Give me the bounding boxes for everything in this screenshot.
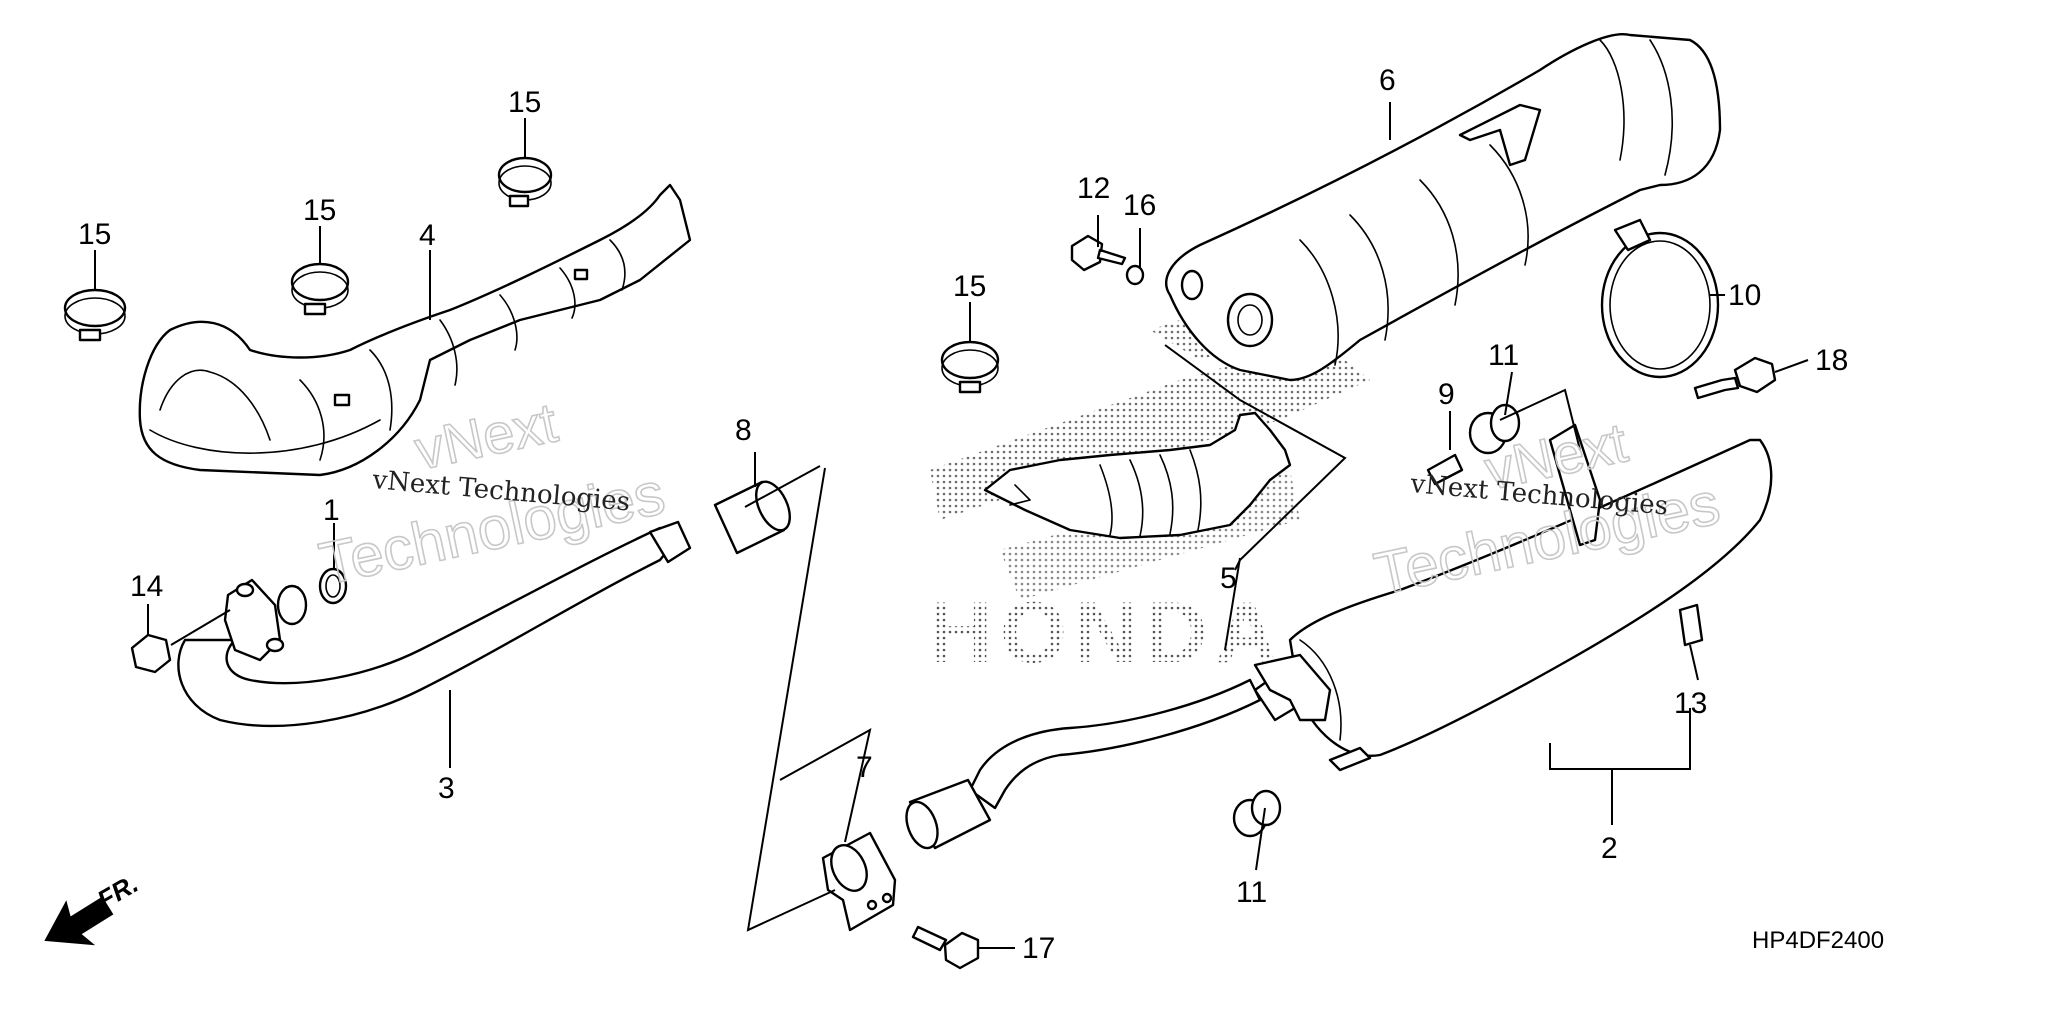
callout-7: 7 [856,751,873,784]
callouts: 1 2 3 4 5 6 7 8 9 10 11 11 12 13 14 15 1… [78,64,1848,965]
part-9-collar[interactable] [1426,453,1464,486]
callout-15-d: 15 [953,270,986,303]
callout-16: 16 [1123,189,1156,222]
diagram-code: HP4DF2400 [1752,927,1884,954]
part-3-exhaust-pipe[interactable] [177,520,692,728]
callout-6: 6 [1379,64,1396,97]
front-arrow-icon [44,896,114,946]
callout-4: 4 [419,219,436,252]
part-17-bolt[interactable] [911,925,980,970]
callout-8: 8 [735,414,752,447]
part-16-washer[interactable] [1125,264,1145,286]
muffler-inlet-collar [905,778,992,850]
part-15-clamp-d[interactable] [940,340,1000,394]
callout-1: 1 [323,494,340,527]
part-15-clamp-a[interactable] [63,288,127,342]
leader-lines [94,102,1809,949]
brand-mark: HONDA [930,585,1285,681]
callout-2: 2 [1601,832,1618,865]
part-18-bolt[interactable] [1693,356,1777,400]
part-8-sleeve[interactable] [713,477,797,555]
part-12-bolt[interactable] [1070,234,1127,272]
callout-15-a: 15 [78,218,111,251]
exhaust-pipe-flange [223,578,308,662]
callout-9: 9 [1438,378,1455,411]
callout-11-lower: 11 [1236,876,1267,909]
part-14-nut[interactable] [130,633,172,674]
callout-12: 12 [1077,172,1110,205]
part-4-heat-shield[interactable] [138,183,692,477]
part-15-clamp-c[interactable] [497,156,553,208]
callout-10: 10 [1728,279,1761,312]
callout-14: 14 [130,570,163,603]
callout-18: 18 [1815,344,1848,377]
callout-15-c: 15 [508,86,541,119]
callout-15-b: 15 [303,194,336,227]
callout-11-upper: 11 [1488,339,1519,372]
part-6-muffler-cover[interactable] [1165,33,1722,382]
part-15-clamp-b[interactable] [290,262,350,316]
part-5-heat-shield[interactable] [983,411,1292,540]
part-11-rubber-mount-lower[interactable] [1232,789,1282,838]
front-direction-indicator: FR. [44,868,143,946]
callout-13: 13 [1674,687,1707,720]
watermark-left-line1: vNext [409,390,563,481]
callout-3: 3 [438,772,455,805]
part-7-clamp[interactable] [821,831,897,932]
part-2-muffler[interactable] [901,423,1773,852]
callout-5: 5 [1220,562,1237,595]
part-13-plug[interactable] [1678,603,1704,647]
part-10-band-clamp[interactable] [1600,218,1720,379]
callout-17: 17 [1022,932,1055,965]
